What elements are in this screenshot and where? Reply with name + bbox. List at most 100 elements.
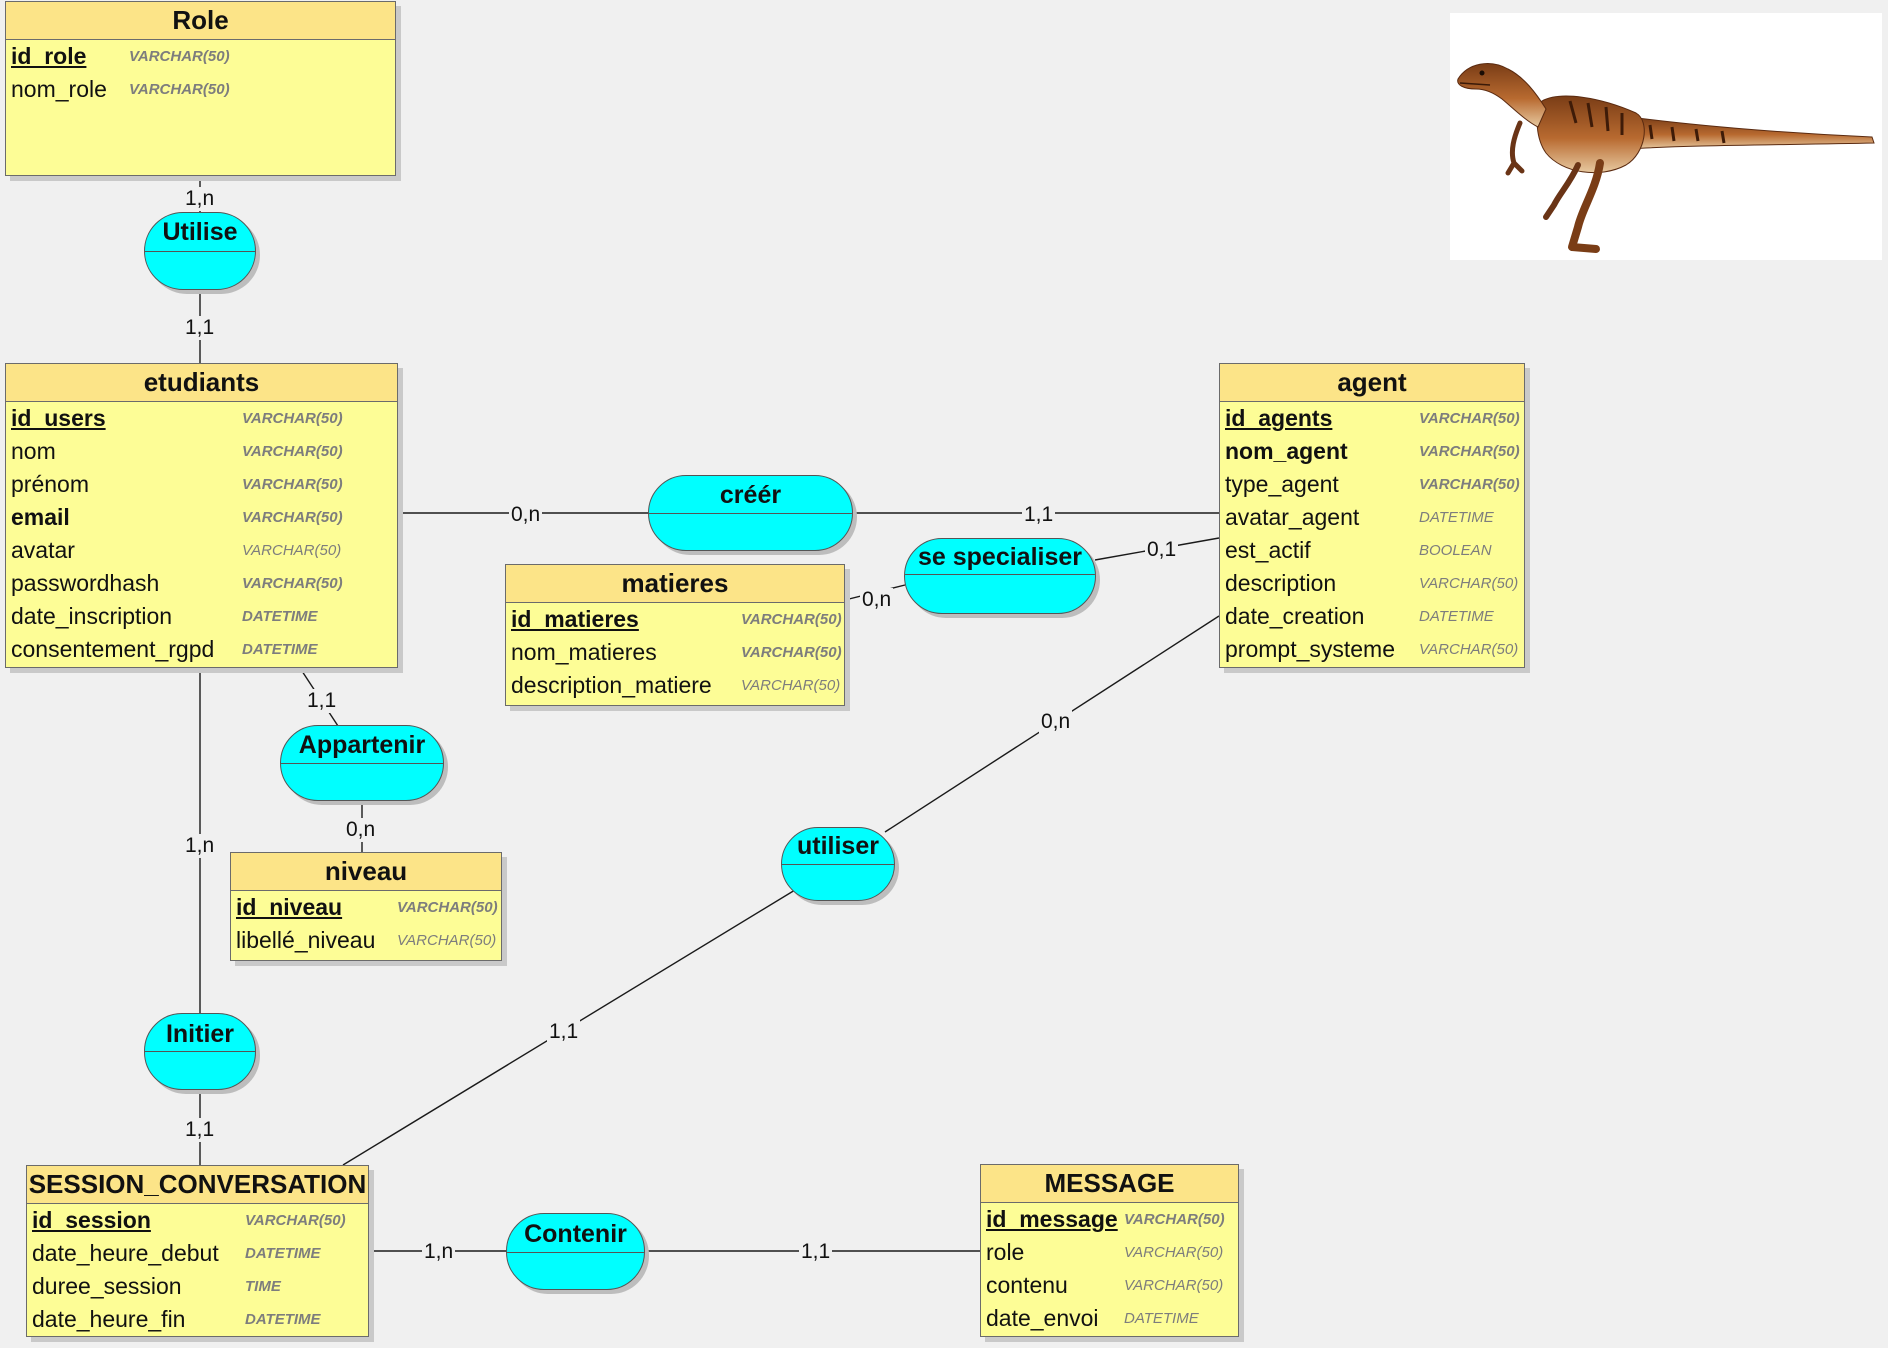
attribute-name: libellé_niveau xyxy=(236,927,376,953)
attribute-name: nom_agent xyxy=(1225,438,1348,464)
cardinality-matieres-specialiser: 0,n xyxy=(860,588,894,612)
attribute-type: VARCHAR(50) xyxy=(242,410,343,427)
cardinality-session-contenir: 1,n xyxy=(422,1240,456,1264)
attribute-name: role xyxy=(986,1239,1025,1265)
attribute-row: nom_role VARCHAR(50) xyxy=(6,73,395,106)
attribute-name: nom xyxy=(11,438,56,464)
velociraptor-illustration xyxy=(1457,63,1875,253)
attribute-type: DATETIME xyxy=(245,1245,321,1262)
entity-title: etudiants xyxy=(6,364,397,402)
attribute-type: VARCHAR(50) xyxy=(1419,410,1520,427)
attribute-type: VARCHAR(50) xyxy=(242,476,343,493)
attribute-name: id_matieres xyxy=(511,606,639,632)
attribute-name: consentement_rgpd xyxy=(11,636,215,662)
entity-niveau[interactable]: niveau id_niveau VARCHAR(50) libellé_nive… xyxy=(230,852,502,961)
attribute-row: id_agents VARCHAR(50) xyxy=(1220,402,1524,435)
attribute-name: type_agent xyxy=(1225,471,1339,497)
attribute-row: date_heure_fin DATETIME xyxy=(27,1303,368,1336)
attribute-type: VARCHAR(50) xyxy=(397,899,498,916)
attribute-name: date_envoi xyxy=(986,1305,1099,1331)
cardinality-specialiser-agent: 0,1 xyxy=(1145,538,1179,562)
association-label: Contenir xyxy=(524,1220,627,1248)
attribute-type: VARCHAR(50) xyxy=(129,81,230,98)
attribute-name: nom_matieres xyxy=(511,639,657,665)
attribute-name: nom_role xyxy=(11,76,107,102)
entity-title: niveau xyxy=(231,853,501,891)
entity-title: matieres xyxy=(506,565,844,603)
association-appartenir[interactable]: Appartenir xyxy=(280,725,444,801)
attribute-name: est_actif xyxy=(1225,537,1311,563)
cardinality-role-utilise: 1,n xyxy=(183,187,217,211)
attribute-row: passwordhash VARCHAR(50) xyxy=(6,567,397,600)
attribute-type: VARCHAR(50) xyxy=(741,644,842,661)
attribute-type: VARCHAR(50) xyxy=(1124,1277,1224,1294)
entity-role[interactable]: Role id_role VARCHAR(50) nom_role VARCHA… xyxy=(5,1,396,176)
attribute-type: DATETIME xyxy=(1124,1310,1199,1327)
attribute-row: nom_matieres VARCHAR(50) xyxy=(506,636,844,669)
cardinality-appartenir-niveau: 0,n xyxy=(344,818,378,842)
attribute-row: id_role VARCHAR(50) xyxy=(6,40,395,73)
attribute-name: id_niveau xyxy=(236,894,343,920)
cardinality-etudiants-creer: 0,n xyxy=(509,503,543,527)
association-divider xyxy=(905,574,1095,575)
cardinality-agent-utiliser: 0,n xyxy=(1039,710,1073,734)
attribute-type: DATETIME xyxy=(242,608,318,625)
attribute-name: id_users xyxy=(11,405,106,431)
attribute-name: date_heure_fin xyxy=(32,1306,186,1332)
attribute-name: prénom xyxy=(11,471,89,497)
velociraptor-image xyxy=(1450,13,1882,260)
entity-title: agent xyxy=(1220,364,1524,402)
attribute-type: DATETIME xyxy=(1419,608,1494,625)
association-initier[interactable]: Initier xyxy=(144,1013,256,1090)
attribute-row: date_envoi DATETIME xyxy=(981,1302,1238,1335)
attribute-type: DATETIME xyxy=(245,1311,321,1328)
cardinality-utiliser-session: 1,1 xyxy=(547,1020,581,1044)
cardinality-creer-agent: 1,1 xyxy=(1022,503,1056,527)
association-se-specialiser[interactable]: se specialiser xyxy=(904,538,1096,614)
attribute-name: passwordhash xyxy=(11,570,160,596)
attribute-name: id_session xyxy=(32,1207,151,1233)
association-label: Appartenir xyxy=(298,731,426,759)
cardinality-etudiants-initier: 1,n xyxy=(183,834,217,858)
attribute-type: VARCHAR(50) xyxy=(1124,1244,1224,1261)
attribute-type: VARCHAR(50) xyxy=(1124,1211,1225,1228)
attribute-name: email xyxy=(11,504,70,530)
attribute-row: role VARCHAR(50) xyxy=(981,1236,1238,1269)
association-contenir[interactable]: Contenir xyxy=(506,1213,645,1290)
attribute-type: VARCHAR(50) xyxy=(242,575,343,592)
attribute-type: TIME xyxy=(245,1278,281,1295)
association-divider xyxy=(649,513,852,514)
association-utilise[interactable]: Utilise xyxy=(144,212,256,290)
association-utiliser[interactable]: utiliser xyxy=(781,827,895,901)
attribute-name: description xyxy=(1225,570,1337,596)
association-label: Initier xyxy=(165,1020,235,1048)
entity-title: SESSION_CONVERSATION xyxy=(27,1166,368,1204)
attribute-name: id_agents xyxy=(1225,405,1333,431)
association-divider xyxy=(281,763,443,764)
association-creer[interactable]: créér xyxy=(648,475,853,551)
association-divider xyxy=(782,864,894,865)
cardinality-etudiants-appartenir: 1,1 xyxy=(305,689,339,713)
cardinality-contenir-message: 1,1 xyxy=(799,1240,833,1264)
attribute-name: id_role xyxy=(11,43,87,69)
